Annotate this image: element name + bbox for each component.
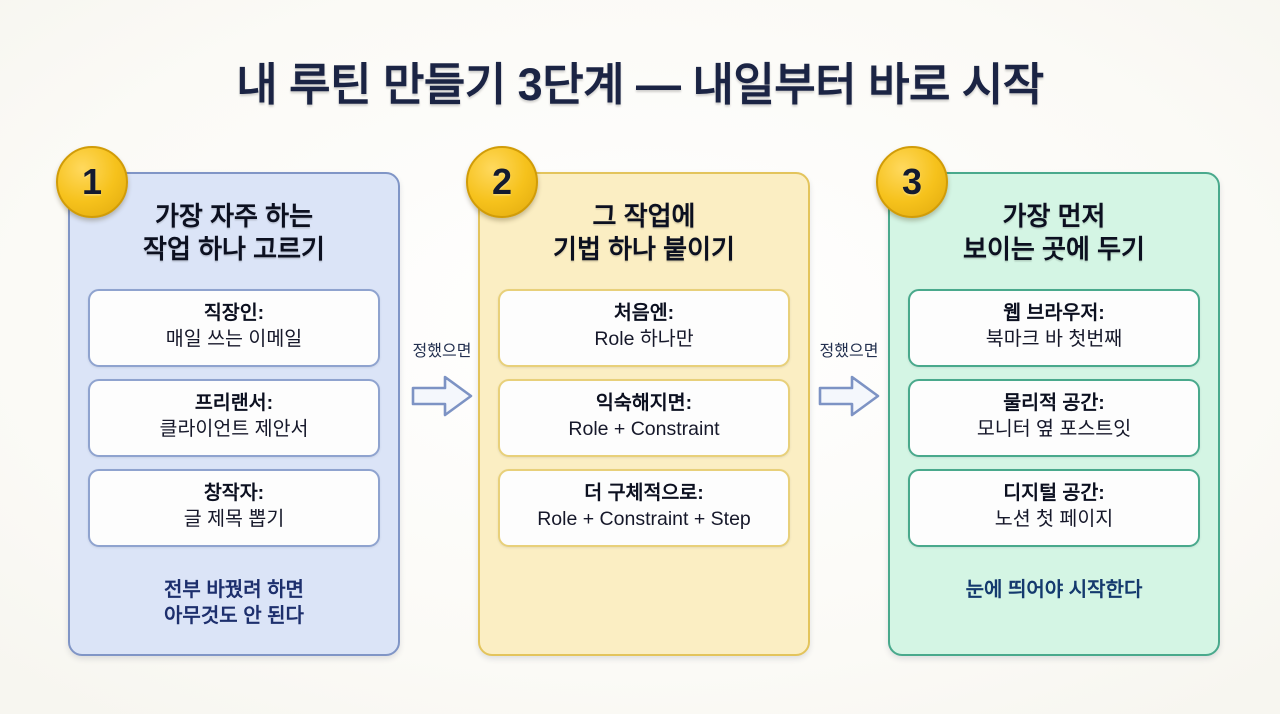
step-number-badge-3: 3 <box>876 146 948 218</box>
step-footer-1: 전부 바꿨려 하면 아무것도 안 된다 <box>164 578 304 627</box>
right-arrow-icon <box>818 375 880 417</box>
card-subtext: 노션 첫 페이지 <box>994 508 1114 531</box>
step-card: 창작자: 글 제목 뽑기 <box>88 468 380 547</box>
step-panel-1: 가장 자주 하는 작업 하나 고르기 직장인: 매일 쓰는 이메일 프리랜서: … <box>68 172 400 656</box>
step-panel-3: 가장 먼저 보이는 곳에 두기 웹 브라우저: 북마크 바 첫번째 물리적 공간… <box>888 172 1220 656</box>
card-heading: 디지털 공간: <box>1003 482 1105 505</box>
step-title-3: 가장 먼저 보이는 곳에 두기 <box>963 201 1145 265</box>
step-title-2: 그 작업에 기법 하나 붙이기 <box>553 201 735 265</box>
step-card: 익숙해지면: Role + Constraint <box>498 378 790 457</box>
right-arrow-icon <box>411 375 473 417</box>
connector-1: 정했으면 <box>396 344 488 418</box>
step-card-list-2: 처음엔: Role 하나만 익숙해지면: Role + Constraint 더… <box>498 288 790 547</box>
card-subtext: 북마크 바 첫번째 <box>985 328 1123 351</box>
step-card: 더 구체적으로: Role + Constraint + Step <box>498 468 790 547</box>
step-footer-3: 눈에 띄어야 시작한다 <box>965 578 1143 601</box>
card-heading: 더 구체적으로: <box>584 482 704 505</box>
card-heading: 창작자: <box>203 482 265 505</box>
card-subtext: Role + Constraint <box>568 418 720 441</box>
step-card-list-3: 웹 브라우저: 북마크 바 첫번째 물리적 공간: 모니터 옆 포스트잇 디지털… <box>908 288 1200 547</box>
step-panel-2: 그 작업에 기법 하나 붙이기 처음엔: Role 하나만 익숙해지면: Rol… <box>478 172 810 656</box>
card-subtext: 클라이언트 제안서 <box>159 418 309 441</box>
connector-2: 정했으면 <box>803 344 895 418</box>
step-title-1: 가장 자주 하는 작업 하나 고르기 <box>143 201 325 265</box>
card-subtext: 글 제목 뽑기 <box>183 508 285 531</box>
step-card: 처음엔: Role 하나만 <box>498 288 790 367</box>
card-heading: 익숙해지면: <box>595 392 693 415</box>
step-card: 물리적 공간: 모니터 옆 포스트잇 <box>908 378 1200 457</box>
step-number-badge-2: 2 <box>466 146 538 218</box>
connector-label-2: 정했으면 <box>819 343 879 360</box>
card-heading: 처음엔: <box>613 302 675 325</box>
card-heading: 물리적 공간: <box>1003 392 1105 415</box>
step-number-badge-1: 1 <box>56 146 128 218</box>
step-card: 디지털 공간: 노션 첫 페이지 <box>908 468 1200 547</box>
card-heading: 웹 브라우저: <box>1003 302 1105 325</box>
card-subtext: 매일 쓰는 이메일 <box>165 328 303 351</box>
step-card: 웹 브라우저: 북마크 바 첫번째 <box>908 288 1200 367</box>
card-subtext: Role 하나만 <box>594 328 694 351</box>
card-heading: 프리랜서: <box>194 392 274 415</box>
card-subtext: 모니터 옆 포스트잇 <box>976 418 1132 441</box>
card-subtext: Role + Constraint + Step <box>537 508 751 531</box>
step-card: 프리랜서: 클라이언트 제안서 <box>88 378 380 457</box>
step-card-list-1: 직장인: 매일 쓰는 이메일 프리랜서: 클라이언트 제안서 창작자: 글 제목… <box>88 288 380 547</box>
page-title: 내 루틴 만들기 3단계 — 내일부터 바로 시작 <box>236 59 1044 110</box>
card-heading: 직장인: <box>203 302 265 325</box>
connector-label-1: 정했으면 <box>412 343 472 360</box>
step-card: 직장인: 매일 쓰는 이메일 <box>88 288 380 367</box>
